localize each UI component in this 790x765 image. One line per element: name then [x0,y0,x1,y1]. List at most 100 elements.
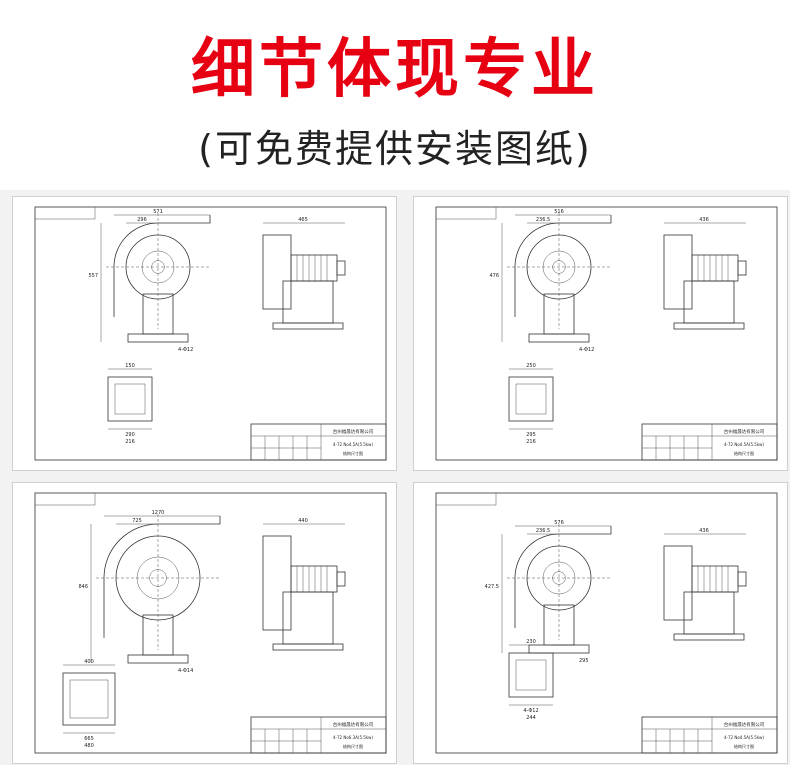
side-base [673,322,745,330]
title-block [641,423,778,461]
fan-base [528,644,590,654]
side-base [272,322,344,330]
fan-volute-outline [514,215,612,317]
side-stand [683,591,735,635]
motor-end-cap [737,571,747,587]
title-block-model: 4-72 No4.5A(5.5kw) [724,442,764,447]
dimension-label: 480 [84,743,94,749]
title-block [250,423,387,461]
side-view-housing [663,545,693,621]
dimension-label: 4-Φ12 [523,708,538,714]
outlet-flange-outer [508,376,554,422]
dimension-label: 295 [579,658,589,664]
title-block [641,716,778,754]
dimension-label: 557 [88,273,98,279]
dimension-label: 216 [526,439,536,445]
drawing-frame [34,206,387,461]
technical-drawing-1: 5712965574-Φ12465150290216台州福晟达有限公司4-72 … [34,206,387,461]
side-view-housing [663,234,693,310]
dimension-label: 427.5 [485,584,499,590]
side-base [272,643,344,651]
outlet-flange-inner [515,383,547,415]
title-block-company: 台州福晟达有限公司 [333,721,374,728]
dimension-label: 250 [526,363,536,369]
dimension-label: 1270 [152,510,165,516]
motor-end-cap [336,571,346,587]
drawing-corner-box [435,492,497,506]
dimension-label: 290 [125,432,135,438]
fan-base [127,333,189,343]
title-block-company: 台州福晟达有限公司 [333,428,374,435]
drawing-frame [34,492,387,754]
header-banner: 细节体现专业 (可免费提供安装图纸) [0,0,790,190]
title-block-subtitle: 结构尺寸图 [343,743,363,749]
fan-base [127,654,189,664]
dimension-label: 4-Φ14 [178,668,193,674]
dimension-label: 665 [84,736,94,742]
drawing-corner-box [34,206,96,220]
page-subtitle: (可免费提供安装图纸) [198,127,592,171]
title-block [250,716,387,754]
title-block-company: 台州福晟达有限公司 [724,428,765,435]
title-block-model: 4-72 No6.3A(5.5kw) [333,735,373,740]
dimension-label: 236.5 [536,528,550,534]
dimension-label: 440 [298,518,308,524]
drawing-frame [435,492,778,754]
outlet-flange-inner [69,679,109,719]
dimension-label: 230 [526,639,536,645]
motor-end-cap [737,260,747,276]
outlet-flange-outer [508,652,554,698]
dimension-label: 516 [554,209,564,215]
dimension-label: 296 [137,217,147,223]
motor-body [290,565,338,593]
title-block-subtitle: 结构尺寸图 [343,450,363,456]
outlet-flange-inner [515,659,547,691]
side-view-housing [262,234,292,310]
dimension-label: 576 [554,520,564,526]
dimension-label: 4-Φ12 [178,347,193,353]
title-block-model: 4-72 No4.5A(5.5kw) [724,735,764,740]
side-stand [282,591,334,645]
side-stand [282,280,334,324]
drawing-corner-box [34,492,96,506]
fan-base [528,333,590,343]
outlet-flange-outer [62,672,116,726]
dimension-label: 476 [489,273,499,279]
dimension-label: 295 [526,432,536,438]
dimension-label: 436 [699,528,709,534]
dimension-label: 244 [526,715,536,721]
fan-volute-outline [514,526,612,628]
page-title: 细节体现专业 [191,33,599,107]
motor-body [691,254,739,282]
dimension-label: 465 [298,217,308,223]
drawing-frame [435,206,778,461]
title-block-company: 台州福晟达有限公司 [724,721,765,728]
motor-body [691,565,739,593]
drawing-corner-box [435,206,497,220]
title-block-model: 4-72 No4.5A(5.5kw) [333,442,373,447]
side-base [673,633,745,641]
dimension-label: 236.5 [536,217,550,223]
outlet-flange-inner [114,383,146,415]
dimension-label: 436 [699,217,709,223]
motor-end-cap [336,260,346,276]
outlet-flange-outer [107,376,153,422]
side-view-housing [262,535,292,631]
title-block-subtitle: 结构尺寸图 [734,743,754,749]
dimension-label: 4-Φ12 [579,347,594,353]
motor-body [290,254,338,282]
side-stand [683,280,735,324]
dimension-label: 725 [132,518,142,524]
fan-volute-outline [113,215,211,317]
dimension-label: 400 [84,659,94,665]
dimension-label: 150 [125,363,135,369]
title-block-subtitle: 结构尺寸图 [734,450,754,456]
dimension-label: 846 [78,584,88,590]
dimension-label: 216 [125,439,135,445]
